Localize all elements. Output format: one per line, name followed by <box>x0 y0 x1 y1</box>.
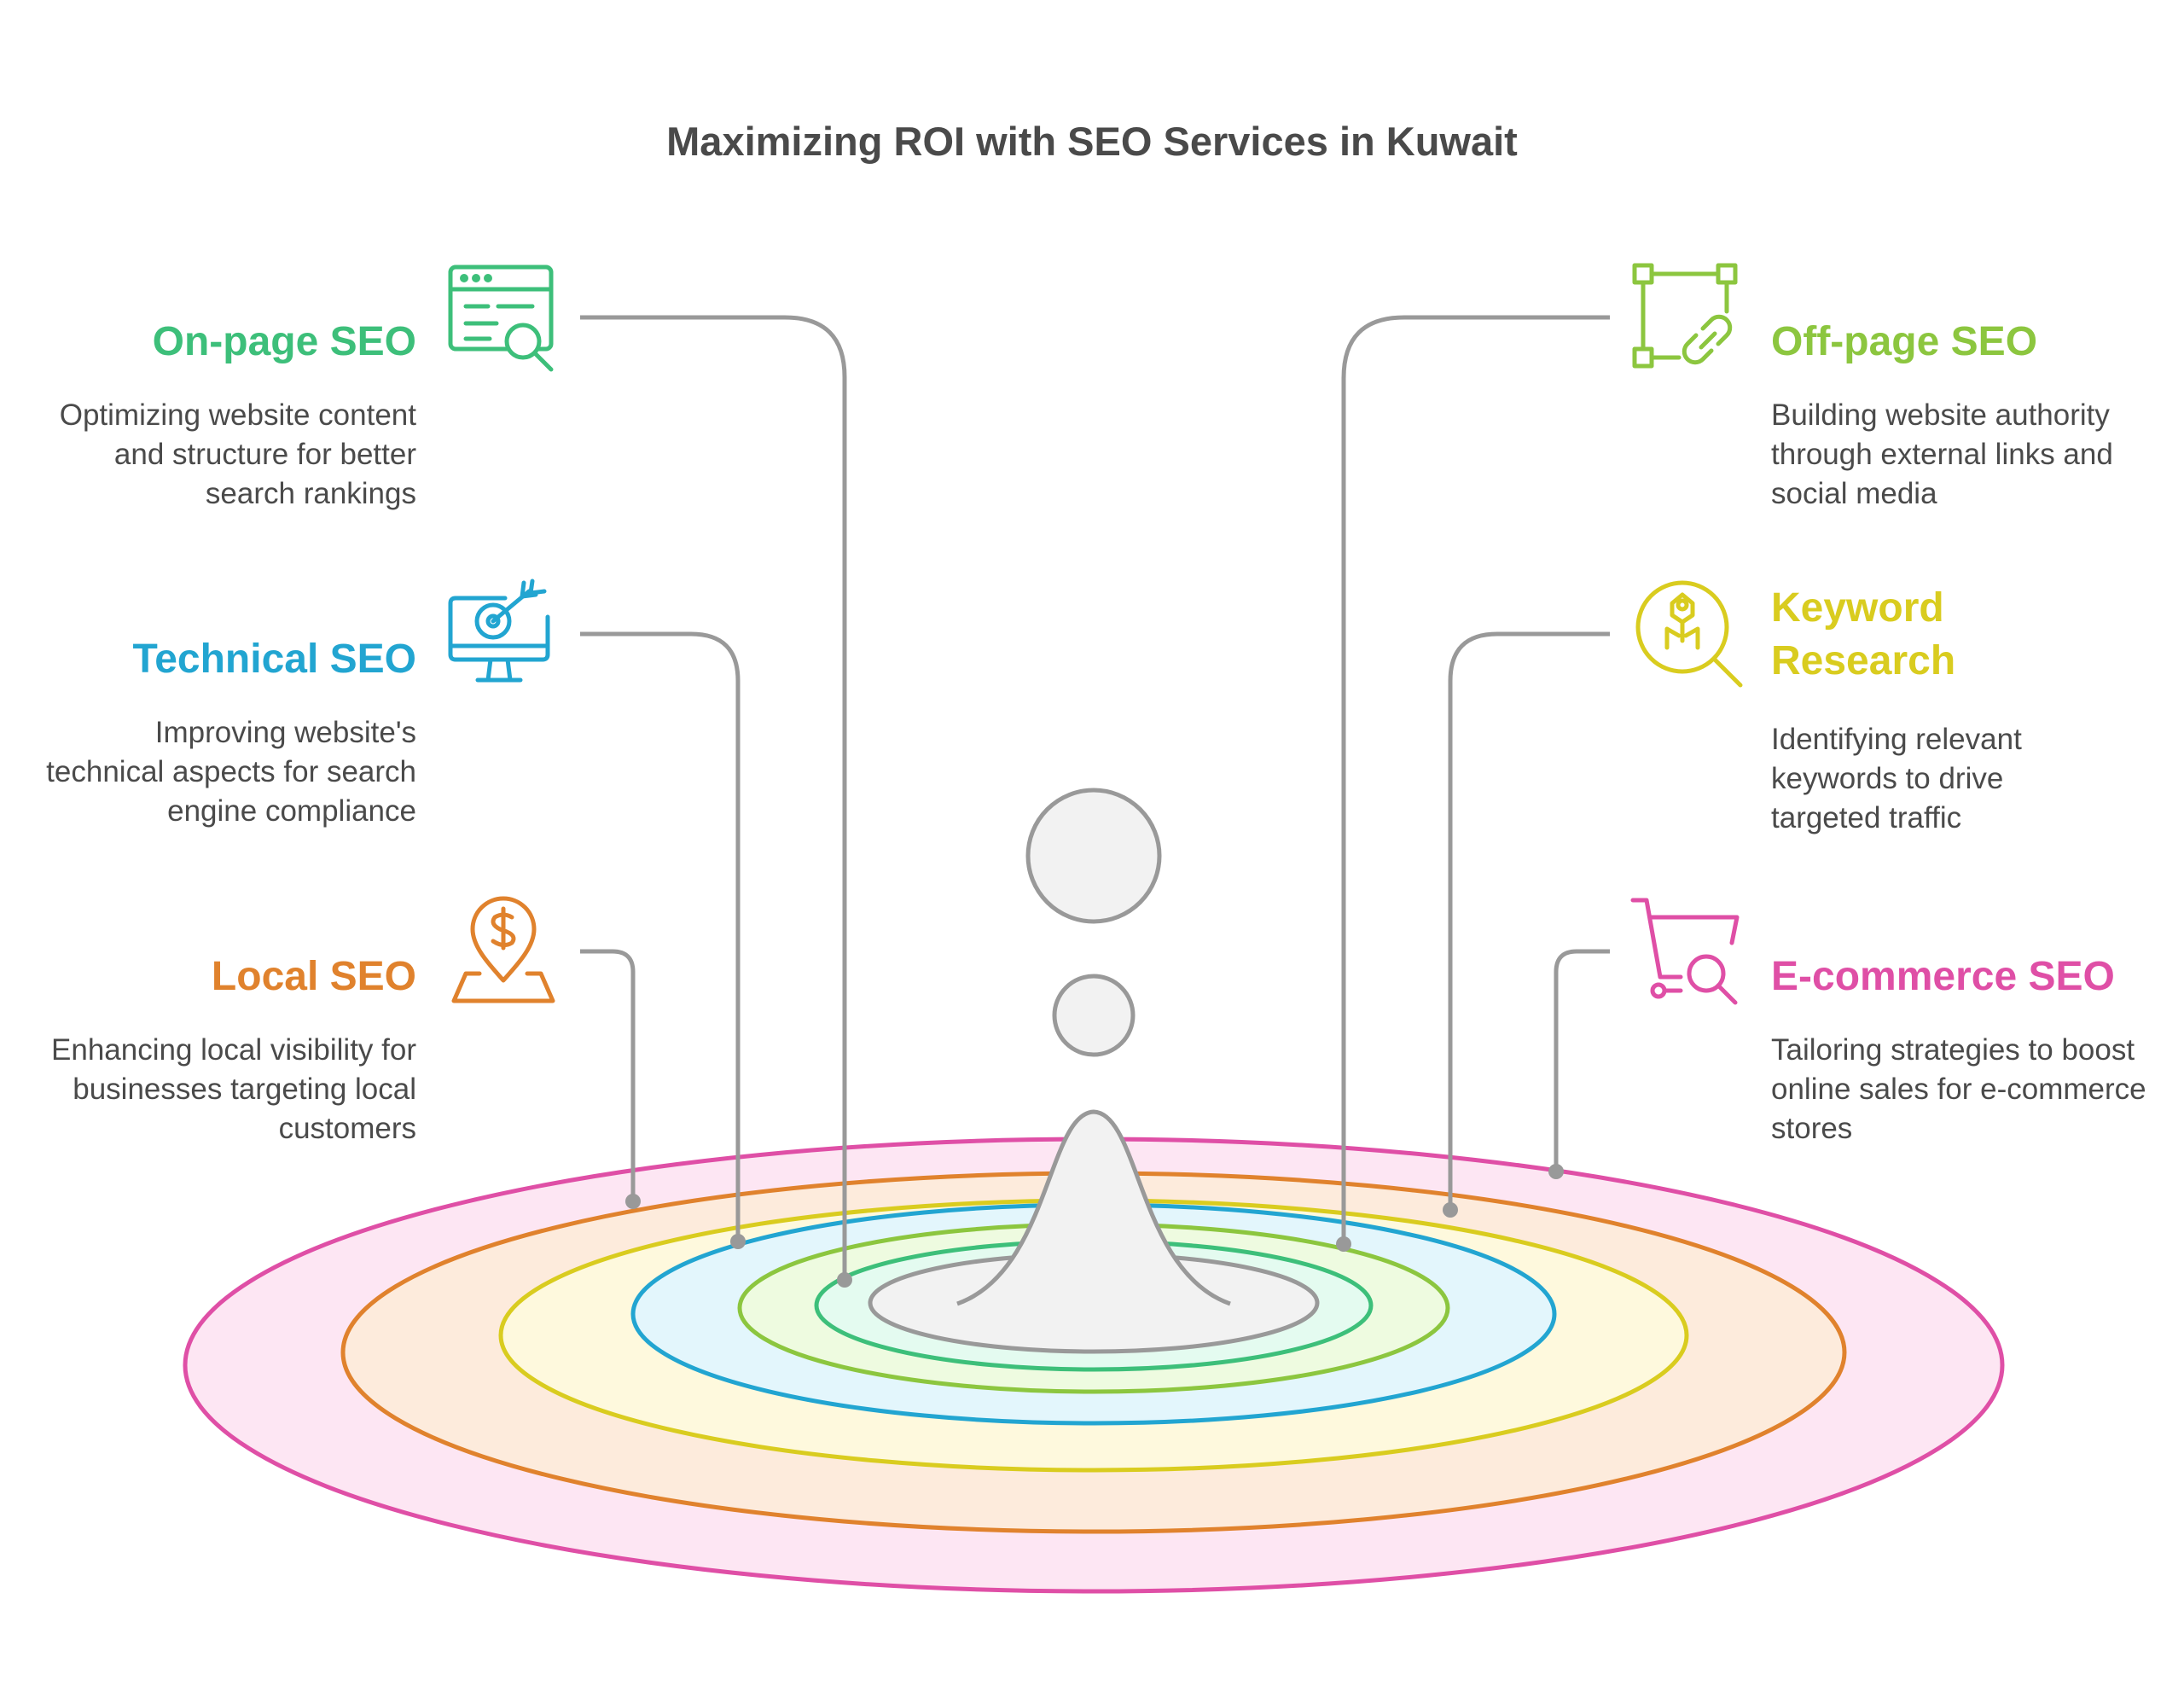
water-splash <box>956 1109 1231 1306</box>
connector-local <box>580 949 636 1201</box>
connector-technical <box>580 631 741 1241</box>
keyword-description: Identifying relevant keywords to drive t… <box>1771 723 2022 834</box>
connector-dot-offpage <box>1336 1236 1351 1252</box>
keyword-title: Keyword Research <box>1771 585 1956 683</box>
onpage-description: Optimizing website content and structure… <box>59 398 416 510</box>
magnifier-idea-icon <box>1635 580 1743 688</box>
offpage-title: Off-page SEO <box>1771 319 2038 364</box>
connector-offpage <box>1341 315 1610 1244</box>
droplet-large <box>1025 788 1162 924</box>
ecommerce-description: Tailoring strategies to boost online sal… <box>1771 1033 2146 1145</box>
frame-link-icon <box>1632 263 1738 369</box>
connector-ecommerce <box>1554 949 1610 1172</box>
monitor-target-icon <box>448 579 550 683</box>
webpage-search-icon <box>448 265 554 372</box>
ecommerce-title: E-commerce SEO <box>1771 954 2115 999</box>
connector-onpage <box>580 315 847 1280</box>
connector-keyword <box>1448 631 1610 1210</box>
cart-search-icon <box>1630 898 1740 1005</box>
onpage-title: On-page SEO <box>152 319 416 364</box>
technical-description: Improving website's technical aspects fo… <box>46 716 416 828</box>
location-dollar-icon <box>451 896 555 1003</box>
connector-dot-onpage <box>837 1272 852 1288</box>
technical-title: Technical SEO <box>132 637 416 682</box>
offpage-description: Building website authority through exter… <box>1771 398 2113 510</box>
diagram-title: Maximizing ROI with SEO Services in Kuwa… <box>666 119 1518 164</box>
connector-dot-local <box>625 1194 641 1209</box>
droplet-small <box>1052 974 1136 1057</box>
local-description: Enhancing local visibility for businesse… <box>51 1033 416 1145</box>
local-title: Local SEO <box>211 954 416 999</box>
connector-dot-keyword <box>1443 1202 1458 1218</box>
connector-dot-ecommerce <box>1548 1164 1564 1179</box>
connector-dot-technical <box>730 1234 746 1249</box>
